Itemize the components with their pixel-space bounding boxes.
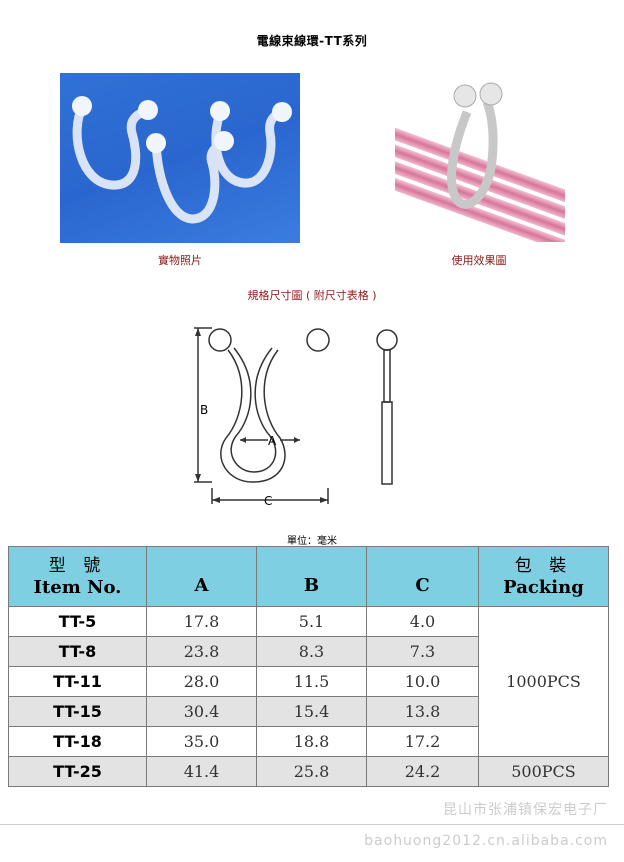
cell-item: TT-5	[8, 606, 147, 637]
cell-c: 10.0	[366, 666, 479, 697]
usage-illustration	[395, 72, 565, 242]
spec-title: 規格尺寸圖 ( 附尺寸表格 )	[247, 289, 377, 302]
cell-c: 17.2	[366, 726, 479, 757]
dimension-drawing: B A C	[188, 318, 418, 518]
header-item: 型 號 Item No.	[8, 546, 147, 607]
cell-c: 7.3	[366, 636, 479, 667]
cell-packing-1000: 1000PCS	[478, 606, 609, 757]
unit-label: 單位：毫米	[287, 536, 337, 547]
header-item-cn: 型 號	[48, 555, 107, 576]
table-row: TT-5 17.8 5.1 4.0 1000PCS	[8, 606, 609, 757]
cell-a: 41.4	[146, 756, 257, 787]
watermark-company: 昆山市张浦镇保宏电子厂	[443, 802, 608, 818]
dimension-a-label: A	[268, 434, 277, 448]
table-header-row: 型 號 Item No. A B C 包 裝 Packing	[8, 546, 609, 607]
cell-c: 24.2	[366, 756, 479, 787]
spec-table: 型 號 Item No. A B C 包 裝 Packing TT-5 17.8…	[8, 546, 609, 787]
table-row: TT-8 23.8 8.3 7.3	[8, 636, 609, 667]
cell-a: 30.4	[146, 696, 257, 727]
cell-b: 15.4	[256, 696, 367, 727]
header-c: C	[366, 546, 479, 607]
header-item-en: Item No.	[33, 576, 122, 598]
cell-item: TT-8	[8, 636, 147, 667]
cell-b: 18.8	[256, 726, 367, 757]
header-b: B	[256, 546, 367, 607]
cell-a: 17.8	[146, 606, 257, 637]
header-packing: 包 裝 Packing	[478, 546, 609, 607]
page-title: 電線束線環-TT系列	[256, 34, 368, 48]
table-row: TT-18 35.0 18.8 17.2	[8, 726, 609, 757]
cell-item: TT-25	[8, 756, 147, 787]
cell-b: 25.8	[256, 756, 367, 787]
header-a: A	[146, 546, 257, 607]
watermark-url: baohuong2012.cn.alibaba.com	[364, 833, 608, 849]
product-photo	[60, 73, 300, 243]
footer-divider	[0, 824, 624, 825]
cell-item: TT-11	[8, 666, 147, 697]
cell-packing-500: 500PCS	[478, 756, 609, 787]
cell-item: TT-15	[8, 696, 147, 727]
cell-b: 5.1	[256, 606, 367, 637]
table-row: TT-25 41.4 25.8 24.2 500PCS	[8, 756, 609, 787]
cell-b: 8.3	[256, 636, 367, 667]
cell-a: 28.0	[146, 666, 257, 697]
cell-c: 4.0	[366, 606, 479, 637]
cell-item: TT-18	[8, 726, 147, 757]
dimension-b-label: B	[200, 403, 208, 417]
header-packing-cn: 包 裝	[514, 555, 573, 576]
cell-c: 13.8	[366, 696, 479, 727]
photo-caption: 實物照片	[158, 254, 202, 267]
header-packing-en: Packing	[503, 576, 584, 598]
cell-a: 23.8	[146, 636, 257, 667]
usage-caption: 使用效果圖	[451, 254, 507, 267]
cell-a: 35.0	[146, 726, 257, 757]
table-row: TT-11 28.0 11.5 10.0	[8, 666, 609, 697]
dimension-c-label: C	[264, 494, 272, 508]
cell-b: 11.5	[256, 666, 367, 697]
